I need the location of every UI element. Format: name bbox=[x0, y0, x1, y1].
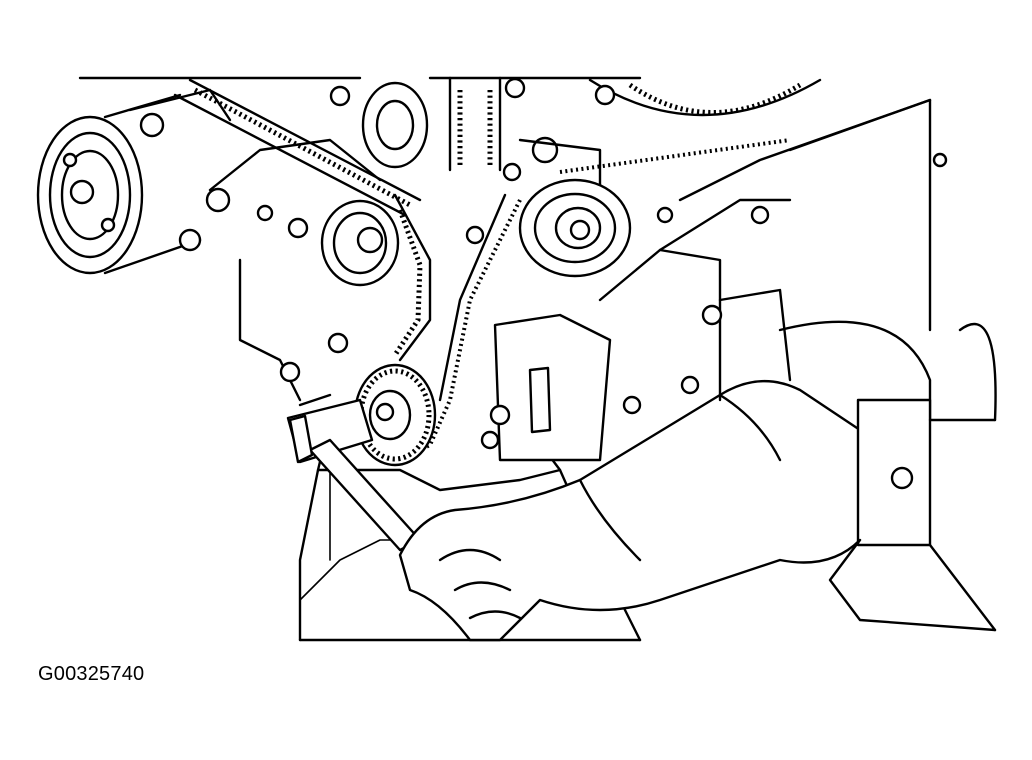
timing-belt-right-run bbox=[399, 138, 791, 462]
technician-hand bbox=[398, 380, 862, 642]
right-bracket-plate bbox=[828, 322, 997, 632]
idler-pulley-left bbox=[287, 199, 400, 354]
cover-bracket bbox=[489, 98, 948, 462]
camshaft-sprockets bbox=[329, 76, 822, 172]
timing-belt-left-run bbox=[173, 78, 432, 362]
tensioner-pulley bbox=[518, 136, 632, 278]
mounting-bolts bbox=[256, 162, 770, 245]
figure-code-label: G00325740 bbox=[38, 663, 145, 685]
left-pulley bbox=[36, 88, 232, 275]
